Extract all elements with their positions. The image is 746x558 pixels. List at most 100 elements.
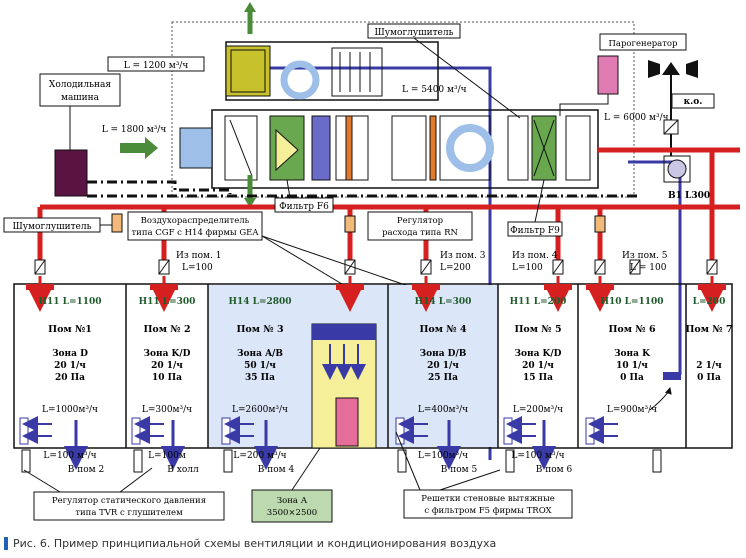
steam-gen-label-box bbox=[599, 33, 687, 51]
wall-grille bbox=[221, 417, 231, 445]
flow-1200: L = 1200 м³/ч bbox=[124, 61, 189, 71]
tvr-regulator bbox=[133, 449, 143, 473]
room-air-rate: 50 1/ч bbox=[244, 361, 276, 371]
room-supply-flow: L=900м³/ч bbox=[607, 405, 657, 415]
zone-a-label: Зона А bbox=[277, 496, 308, 506]
from-room-4-flow: L=100 bbox=[512, 263, 543, 273]
tvr-regulator bbox=[505, 449, 515, 473]
cooling-coil bbox=[345, 115, 353, 181]
room-exhaust-flow: L=200 м³/ч bbox=[233, 451, 286, 461]
flow-1800: L = 1800 м³/ч bbox=[102, 125, 167, 135]
room-exhaust-flow: L=100м³/ч bbox=[418, 451, 468, 461]
silencer-duct bbox=[111, 213, 123, 233]
svg-text:типа CGF с Н14 фирмы GEA: типа CGF с Н14 фирмы GEA bbox=[131, 228, 259, 238]
room-zone: Зона A/B bbox=[237, 349, 283, 359]
room-name: Пом № 4 bbox=[419, 324, 467, 335]
svg-text:типа TVR с глушителем: типа TVR с глушителем bbox=[75, 508, 183, 518]
silencer-top-label: Шумоглушитель bbox=[374, 28, 453, 38]
room-name: Пом №1 bbox=[48, 324, 92, 335]
tvr-label: Регулятор статического давления bbox=[52, 496, 206, 506]
room-filter-flow: Н11 L=1100 bbox=[38, 297, 101, 307]
room-pressure: 20 Па bbox=[55, 373, 85, 383]
room-exhaust-target: В пом 6 bbox=[536, 465, 573, 475]
room-pressure: 15 Па bbox=[523, 373, 553, 383]
fan-label: В1 L300 bbox=[668, 191, 710, 201]
room-exhaust-target: В пом 5 bbox=[441, 465, 478, 475]
tvr-label-box bbox=[33, 491, 225, 521]
room-air-rate: 20 1/ч bbox=[151, 361, 183, 371]
supply-fan-wheel bbox=[446, 124, 494, 172]
from-room-3-flow: L=200 bbox=[440, 263, 471, 273]
flow-5400: L = 5400 м³/ч bbox=[402, 85, 467, 95]
chiller-label: Холодильная bbox=[49, 80, 111, 90]
top-silencer-box bbox=[331, 47, 383, 97]
wall-grille bbox=[395, 417, 405, 445]
tvr-regulator bbox=[652, 449, 662, 473]
supply-duct bbox=[37, 147, 740, 260]
branch-damper bbox=[34, 259, 46, 275]
wall-grille bbox=[19, 417, 29, 445]
room-pressure: 35 Па bbox=[245, 373, 275, 383]
filter-f6-label-box bbox=[274, 197, 334, 213]
svg-text:расхода типа RN: расхода типа RN bbox=[382, 228, 458, 238]
svg-text:с фильтром F5 фирмы TROX: с фильтром F5 фирмы TROX bbox=[424, 506, 552, 516]
fresh-air-arrow bbox=[120, 137, 158, 159]
svg-text:3500×2500: 3500×2500 bbox=[267, 508, 317, 518]
room-filter-flow: L=200 bbox=[693, 297, 726, 307]
room-zone: Зона K/D bbox=[515, 349, 562, 359]
exhaust-fan bbox=[663, 155, 691, 183]
room-supply-flow: L=1000м³/ч bbox=[42, 405, 98, 415]
from-room-1-flow: L=100 bbox=[182, 263, 213, 273]
ko-label-box bbox=[671, 93, 715, 109]
room-air-rate: 10 1/ч bbox=[616, 361, 648, 371]
diffuser-label: Воздухораспределитель bbox=[141, 216, 250, 226]
figure-caption: Рис. 6. Пример принципиальной схемы вент… bbox=[4, 533, 744, 553]
heater-coil bbox=[311, 115, 331, 181]
room-exhaust-target: В пом 4 bbox=[258, 465, 295, 475]
room-supply-flow: L=300м³/ч bbox=[142, 405, 192, 415]
from-room-4: Из пом. 4 bbox=[512, 251, 558, 261]
silencer-box bbox=[565, 115, 591, 181]
regulator-rn bbox=[344, 215, 356, 233]
from-room-1: Из пом. 1 bbox=[176, 251, 221, 261]
regulator-room6 bbox=[594, 215, 606, 233]
chiller-pipe bbox=[87, 180, 232, 194]
caption-text: Рис. 6. Пример принципиальной схемы вент… bbox=[13, 536, 497, 550]
grilles-label: Решетки стеновые вытяжные bbox=[421, 494, 555, 504]
exhaust-intake bbox=[663, 372, 681, 380]
flow-6000: L = 6000 м³/ч bbox=[604, 113, 669, 123]
room-exhaust-target: В пом 2 bbox=[68, 465, 104, 475]
room-air-rate: 20 1/ч bbox=[54, 361, 86, 371]
tvr-regulator bbox=[397, 449, 407, 473]
room-air-rate: 2 1/ч bbox=[696, 361, 722, 371]
zone-a-diffuser bbox=[312, 324, 376, 340]
from-room-3: Из пом. 3 bbox=[440, 251, 486, 261]
room-pressure: 10 Па bbox=[152, 373, 182, 383]
regulator-rn-box bbox=[367, 211, 473, 241]
tvr-regulator bbox=[223, 449, 233, 473]
room-air-rate: 20 1/ч bbox=[522, 361, 554, 371]
room-name: Пом № 6 bbox=[608, 324, 656, 335]
caption-marker bbox=[4, 536, 8, 550]
wall-grille bbox=[131, 417, 141, 445]
room-filter-flow: Н10 L=1100 bbox=[600, 297, 663, 307]
room-name: Пом № 7 bbox=[685, 324, 732, 335]
room-filter-flow: Н14 L=2800 bbox=[228, 297, 291, 307]
zone-a-label-box bbox=[251, 489, 333, 523]
diffuser-label-box bbox=[127, 211, 263, 241]
room-name: Пом № 3 bbox=[236, 324, 283, 335]
room-air-rate: 20 1/ч bbox=[427, 361, 459, 371]
ko-label: к.о. bbox=[684, 97, 703, 107]
room-supply-flow: L=2600м³/ч bbox=[232, 405, 288, 415]
steam-gen-label: Парогенератор bbox=[609, 39, 679, 49]
steam-generator bbox=[597, 55, 619, 95]
chiller-label-box bbox=[39, 73, 121, 107]
room-zone: Зона D bbox=[52, 349, 88, 359]
wall-grille bbox=[503, 417, 513, 445]
grilles-label-box bbox=[403, 489, 573, 519]
room-exhaust-flow: L=100м bbox=[148, 451, 186, 461]
room-filter-flow: Н11 L=200 bbox=[510, 297, 567, 307]
svg-text:машина: машина bbox=[61, 93, 100, 103]
